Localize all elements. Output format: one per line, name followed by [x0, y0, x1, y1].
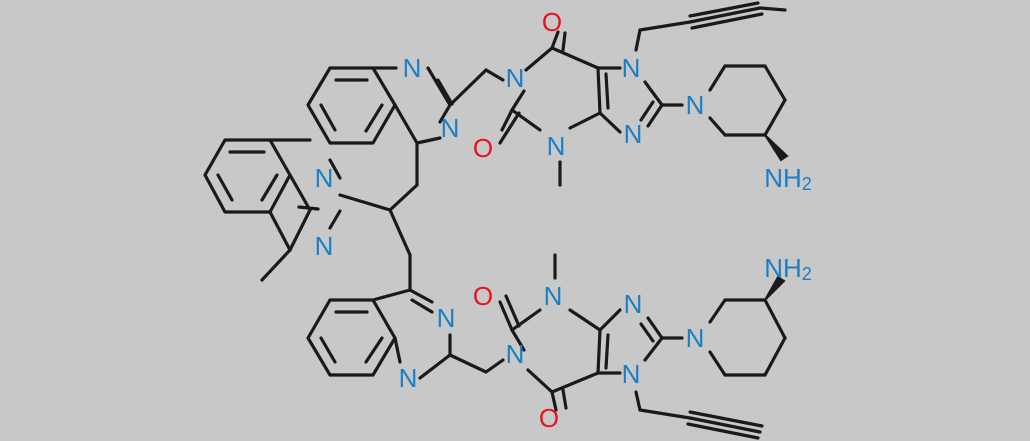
atom-o: O — [542, 7, 562, 37]
atom-n: N — [506, 339, 525, 369]
atom-n: N — [441, 113, 460, 143]
atom-n: N — [624, 289, 643, 319]
atom-n: N — [506, 63, 525, 93]
atom-o: O — [473, 281, 493, 311]
atom-n: N — [622, 53, 641, 83]
bond-skeleton — [203, 1, 789, 440]
atom-n: N — [624, 119, 643, 149]
atom-labels: N N O N O N N N N NH2 N N N N O N N O N … — [315, 7, 812, 433]
atom-n: N — [437, 303, 456, 333]
atom-n: N — [686, 90, 705, 120]
atom-n: N — [622, 359, 641, 389]
atom-o: O — [473, 133, 493, 163]
atom-n: N — [403, 53, 422, 83]
atom-n: N — [686, 323, 705, 353]
atom-n: N — [399, 363, 418, 393]
atom-o: O — [539, 403, 559, 433]
atom-n: N — [544, 281, 563, 311]
atom-n: N — [315, 231, 334, 261]
atom-n: N — [547, 131, 566, 161]
atom-nh2: NH2 — [764, 163, 812, 194]
atom-nh2: NH2 — [764, 253, 812, 284]
atom-n: N — [315, 163, 334, 193]
